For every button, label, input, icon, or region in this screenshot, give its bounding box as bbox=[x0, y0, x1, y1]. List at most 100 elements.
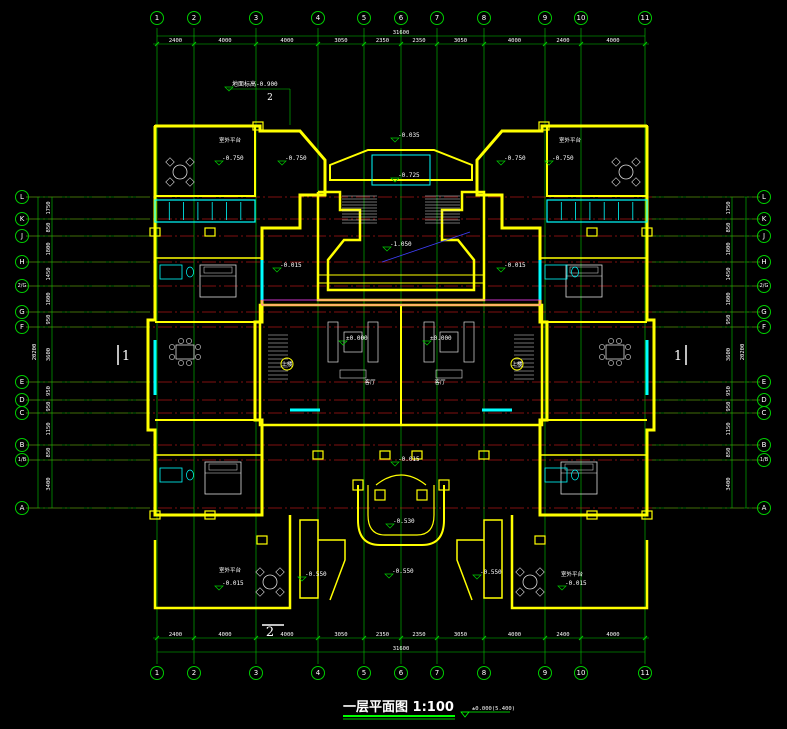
axis-bubble-row bbox=[757, 212, 771, 226]
bath-left-lower-toilet bbox=[186, 469, 194, 481]
axis-label-row: A bbox=[762, 504, 767, 512]
dim-bottom-label: 3050 bbox=[454, 632, 467, 638]
axis-bubble-row bbox=[757, 375, 771, 389]
dining-table-left-chair bbox=[186, 360, 192, 366]
patio-set-br-chair bbox=[535, 587, 545, 597]
dim-bottom-tick bbox=[315, 635, 321, 641]
dim-top-tick bbox=[542, 41, 548, 47]
axis-label-col: 5 bbox=[362, 14, 366, 22]
level-label: -0.015 bbox=[565, 580, 587, 587]
dining-table-right-chair bbox=[599, 354, 605, 360]
dim-top-tick bbox=[434, 41, 440, 47]
axis-bubble-col bbox=[150, 666, 164, 680]
bath-right-upper-toilet bbox=[571, 266, 579, 278]
dim-left-label: 1800 bbox=[46, 292, 52, 305]
dim-total-label: 31600 bbox=[393, 30, 410, 36]
axis-label-row: K bbox=[20, 215, 25, 223]
dim-bottom-label: 4000 bbox=[218, 632, 231, 638]
axis-bubble-col bbox=[187, 666, 201, 680]
stair-newel-left bbox=[280, 357, 294, 371]
dim-top-tick bbox=[642, 41, 648, 47]
axis-label-col: 10 bbox=[577, 14, 586, 22]
level-label: -0.550 bbox=[392, 568, 414, 575]
patio-set-tr-chair bbox=[611, 177, 621, 187]
axis-label-row: G bbox=[761, 308, 766, 316]
drawing-subtitle: ±0.000(5.400) bbox=[472, 706, 515, 712]
axis-label-row: E bbox=[762, 378, 766, 386]
patio-set-bl-chair bbox=[275, 587, 285, 597]
level-marker bbox=[214, 160, 224, 166]
level-label: -0.530 bbox=[393, 518, 415, 525]
level-marker bbox=[382, 246, 392, 252]
dining-table-left bbox=[175, 344, 195, 360]
axis-bubble-row bbox=[757, 190, 771, 204]
axis-label-row: F bbox=[20, 323, 24, 331]
level-marker bbox=[338, 340, 348, 346]
axis-bubble-col bbox=[357, 11, 371, 25]
column bbox=[534, 535, 546, 545]
axis-label-col: 5 bbox=[362, 669, 366, 677]
column bbox=[641, 510, 653, 520]
bed-left-lower bbox=[204, 461, 242, 495]
bed-left-upper bbox=[199, 264, 237, 298]
dim-bottom-tick bbox=[398, 635, 404, 641]
axis-label-row: H bbox=[19, 258, 24, 266]
column bbox=[312, 450, 324, 460]
terrace-top-left bbox=[154, 125, 256, 197]
axis-label-col: 11 bbox=[641, 14, 650, 22]
level-marker bbox=[557, 585, 567, 591]
room-label: 室外平台 bbox=[559, 136, 582, 144]
axis-label-col: 7 bbox=[435, 669, 439, 677]
column bbox=[149, 510, 161, 520]
hatch-strip bbox=[261, 299, 541, 306]
dim-left-label: 850 bbox=[46, 223, 52, 233]
level-label: -0.035 bbox=[398, 132, 420, 139]
dim-bottom-tick bbox=[253, 635, 259, 641]
dim-top-tick bbox=[191, 41, 197, 47]
axis-label-col: 9 bbox=[543, 14, 547, 22]
bath-right-lower-tub bbox=[544, 467, 568, 483]
room-label: 室外平台 bbox=[219, 136, 242, 144]
living-right-sofa-b bbox=[463, 321, 475, 363]
patio-set-bl-chair bbox=[255, 567, 265, 577]
walls bbox=[146, 124, 656, 610]
dining-table-right-chair bbox=[599, 344, 605, 350]
wall-right-wing bbox=[475, 124, 656, 517]
dim-left-label: 3600 bbox=[46, 348, 52, 361]
dim-bottom-tick bbox=[481, 635, 487, 641]
axis-bubble-col bbox=[187, 11, 201, 25]
axis-label-row: C bbox=[20, 409, 25, 417]
dim-right-label: 3400 bbox=[726, 477, 732, 490]
dining-table-left-chair bbox=[186, 338, 192, 344]
axis-label-col: 6 bbox=[399, 669, 404, 677]
axis-label-col: 4 bbox=[316, 669, 321, 677]
room-label: 上楼 bbox=[511, 360, 523, 368]
dining-table-left-chair bbox=[178, 360, 184, 366]
axis-label-row: 2/G bbox=[760, 283, 769, 289]
level-marker bbox=[390, 177, 400, 183]
level-marker bbox=[422, 340, 432, 346]
column bbox=[149, 227, 161, 237]
bath-left-upper-tub bbox=[159, 264, 183, 280]
axis-bubble-row bbox=[757, 406, 771, 420]
column bbox=[252, 121, 264, 131]
patio-set-tr-chair bbox=[631, 157, 641, 167]
porch-arc bbox=[375, 474, 427, 486]
dim-left-label: 950 bbox=[46, 315, 52, 325]
porch-curve bbox=[357, 485, 445, 546]
axis-label-row: C bbox=[762, 409, 767, 417]
bed-right-upper-pillow bbox=[569, 266, 599, 274]
patio-set-bl-chair bbox=[255, 587, 265, 597]
axis-bubble-col bbox=[150, 11, 164, 25]
axis-bubble-row bbox=[15, 501, 29, 515]
dim-top-label: 4000 bbox=[280, 38, 293, 44]
axis-bubble-row bbox=[15, 453, 29, 467]
axis-bubble-col bbox=[394, 666, 408, 680]
dim-bottom-tick bbox=[578, 635, 584, 641]
stair-newel-right bbox=[510, 357, 524, 371]
dim-top-tick bbox=[154, 41, 160, 47]
dining-table-right-chair bbox=[608, 338, 614, 344]
dim-bottom-tick bbox=[542, 635, 548, 641]
dining-table-left-chair bbox=[195, 344, 201, 350]
